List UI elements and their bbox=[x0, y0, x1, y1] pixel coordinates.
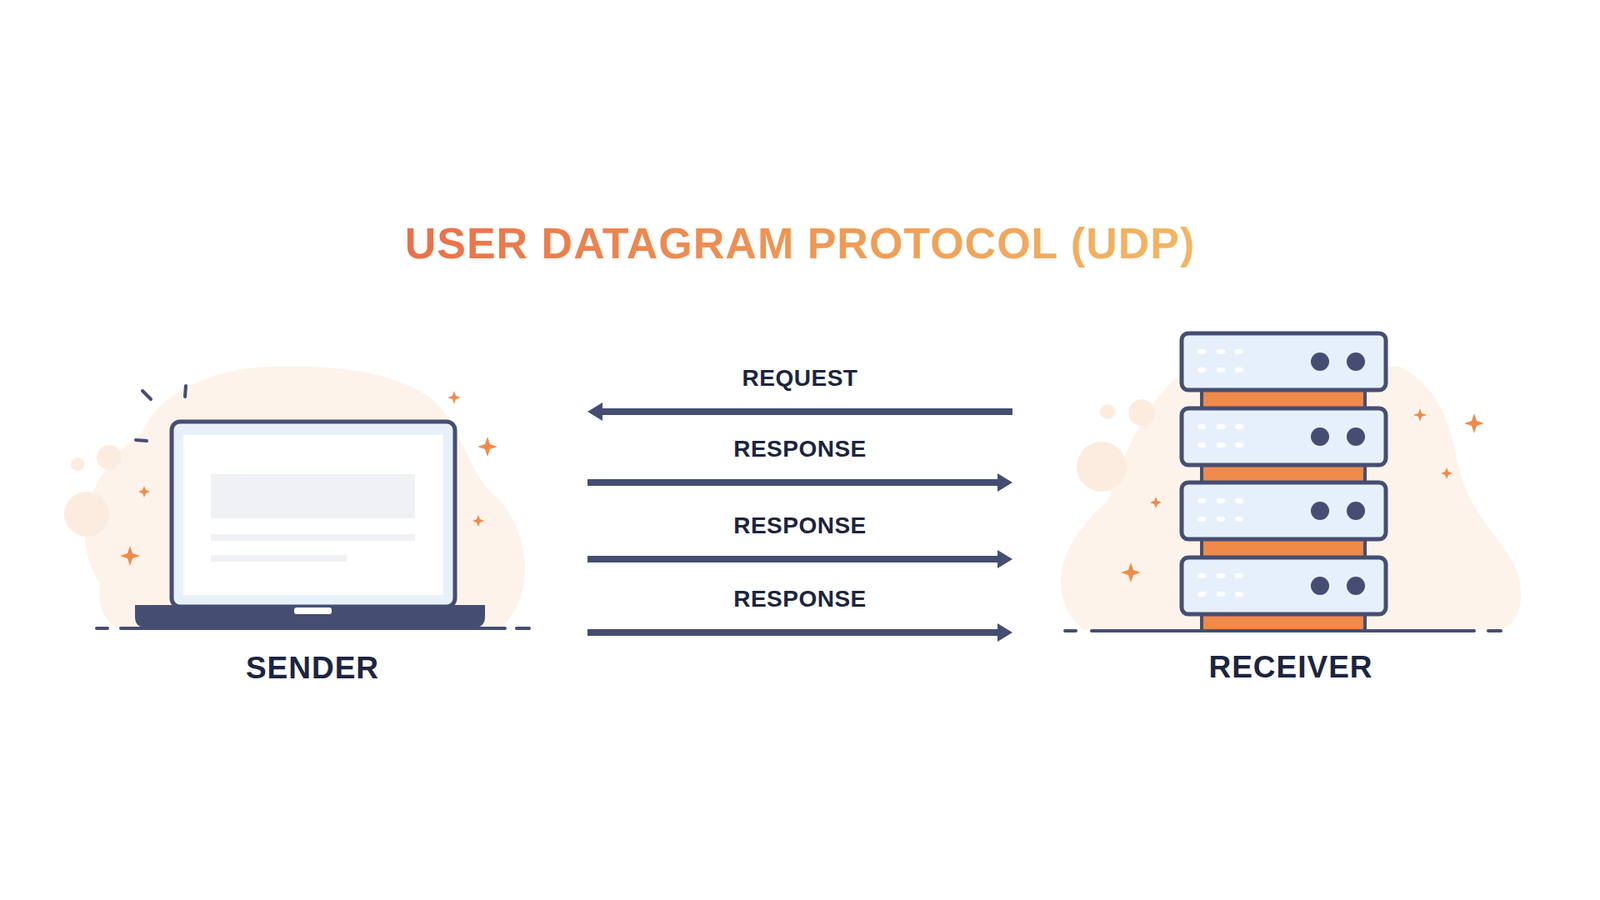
edge-label: RESPONSE bbox=[730, 435, 870, 463]
arrow-connector bbox=[587, 402, 1013, 421]
background-dot bbox=[96, 445, 122, 470]
background-dot bbox=[1128, 399, 1155, 426]
node-area: SENDER bbox=[75, 350, 588, 692]
background-dot bbox=[70, 457, 85, 471]
title-wrap: USER DATAGRAM PROTOCOL (UDP) bbox=[0, 218, 1600, 269]
arrow-connector bbox=[587, 473, 1013, 492]
background-dot bbox=[1100, 404, 1115, 420]
arrow-connector bbox=[587, 550, 1013, 569]
edge-label: RESPONSE bbox=[730, 512, 870, 540]
edge-label: REQUEST bbox=[739, 365, 862, 392]
server-icon bbox=[1181, 333, 1386, 631]
arrow-connector bbox=[587, 623, 1013, 642]
node-area: RECEIVER bbox=[1012, 316, 1534, 692]
node-label: SENDER bbox=[245, 650, 380, 686]
background-blob bbox=[1060, 366, 1521, 630]
background-blob bbox=[85, 366, 525, 629]
ground-line bbox=[1065, 629, 1501, 633]
node-label: RECEIVER bbox=[1208, 650, 1373, 685]
laptop-icon bbox=[135, 421, 485, 628]
ground-line bbox=[96, 626, 530, 630]
background-dot bbox=[64, 491, 110, 537]
title: USER DATAGRAM PROTOCOL (UDP) bbox=[405, 219, 1196, 268]
edge-label: RESPONSE bbox=[730, 585, 870, 613]
background-dot bbox=[1076, 441, 1127, 492]
